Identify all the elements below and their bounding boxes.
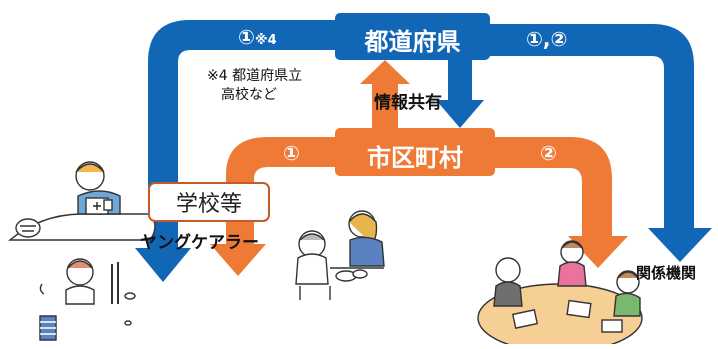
municipality-box xyxy=(335,128,495,176)
info-share-up-arrow xyxy=(360,60,410,128)
orange-arrow-left xyxy=(210,137,340,276)
prefecture-label: 都道府県 xyxy=(364,28,461,56)
meeting-illustration xyxy=(477,240,643,349)
muni-right-flow-label: ② xyxy=(540,141,557,165)
blue-arrow-right xyxy=(487,24,712,262)
prefecture-box xyxy=(335,13,490,60)
footnote-line2: 高校など xyxy=(221,87,277,103)
orange-arrow-right xyxy=(488,137,628,268)
info-share-down-arrow xyxy=(436,60,484,128)
footnote-line1: ※4 都道府県立 xyxy=(207,68,303,84)
young-carer-feeding-illustration xyxy=(295,210,385,300)
sick-family-member-illustration xyxy=(8,161,156,241)
blue-arrow-left xyxy=(135,20,341,282)
info-share-label: 情報共有 xyxy=(374,93,442,113)
muni-left-flow-label: ① xyxy=(283,141,300,165)
related-agencies-label: 関係機関 xyxy=(636,264,697,282)
pref-left-flow-label: ①※4 xyxy=(238,25,277,49)
school-box: 学校等 xyxy=(148,182,270,222)
school-label: 学校等 xyxy=(175,192,242,217)
municipality-label: 市区町村 xyxy=(367,144,463,172)
pref-right-flow-label: ①,② xyxy=(526,27,568,51)
young-carer-label: ヤングケアラー xyxy=(140,233,259,253)
child-caring-illustration xyxy=(39,258,136,341)
